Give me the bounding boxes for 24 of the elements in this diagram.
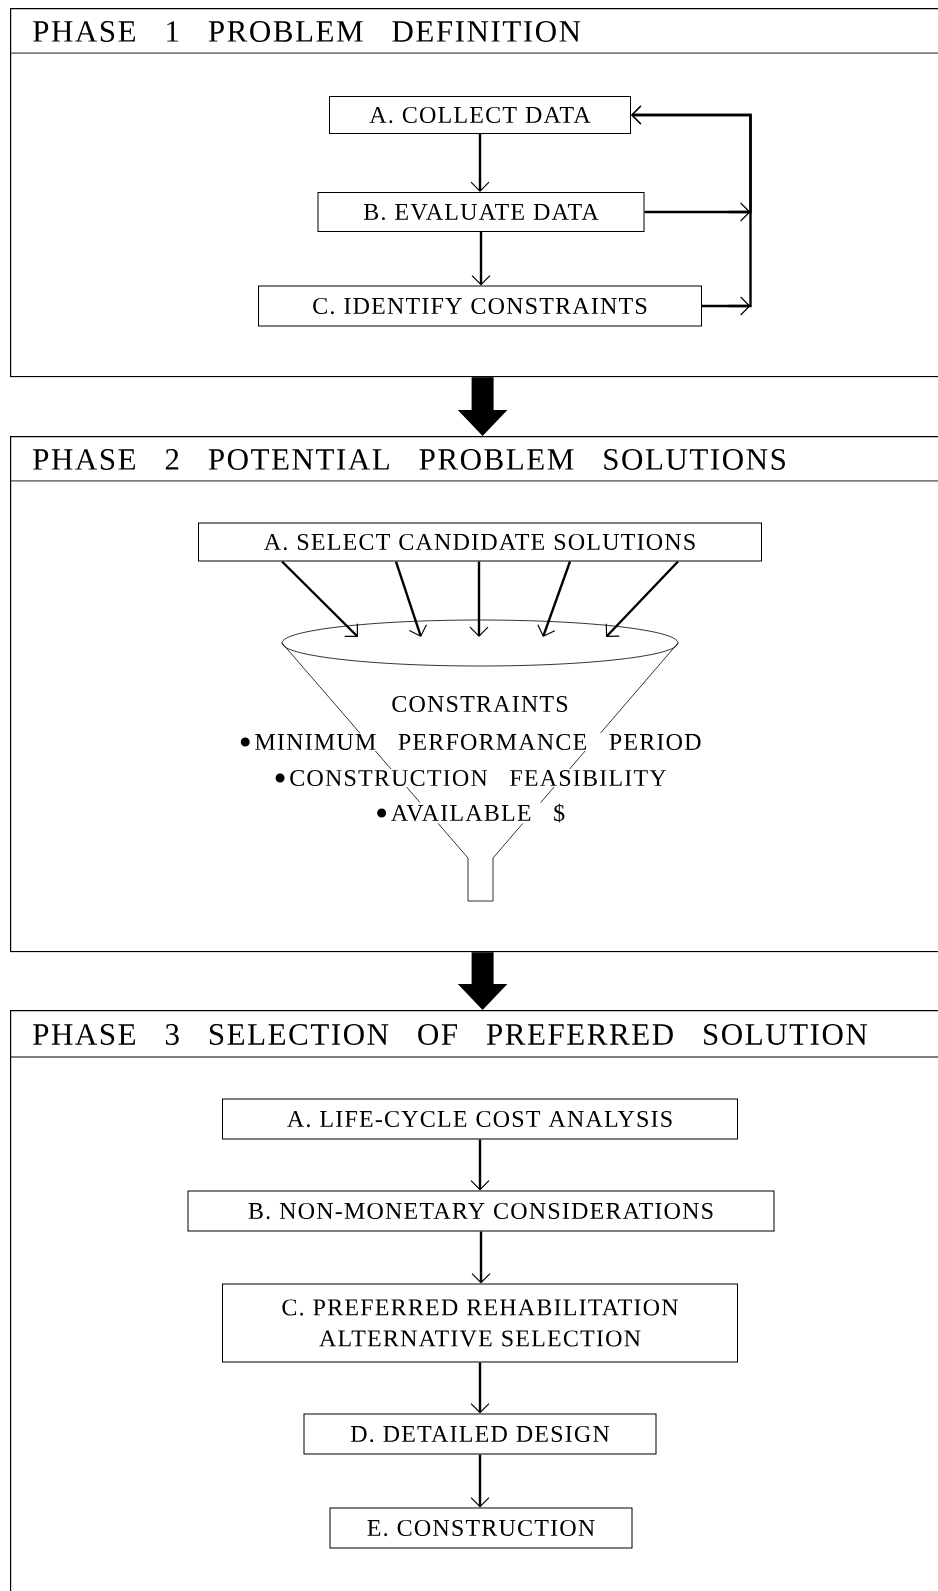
process-box: D. DETAILED DESIGN (303, 1413, 657, 1455)
feedback-arrow (631, 105, 752, 316)
process-box: A. SELECT CANDIDATE SOLUTIONS (198, 522, 762, 562)
process-box: A. COLLECT DATA (329, 96, 631, 134)
arrow (605, 560, 679, 637)
arrow (470, 1454, 490, 1508)
funnel-heading: CONSTRAINTS (390, 694, 570, 714)
arrow (470, 1139, 490, 1191)
process-box: B. NON-MONETARY CONSIDERATIONS (187, 1190, 775, 1232)
arrow (470, 1362, 490, 1414)
arrow (537, 561, 572, 637)
process-box: C. PREFERRED REHABILITATION ALTERNATIVE SELECTION (222, 1283, 738, 1363)
arrow (394, 561, 428, 637)
arrow (470, 134, 490, 192)
process-box: B. EVALUATE DATA (317, 192, 645, 232)
arrow (471, 232, 491, 286)
arrow (281, 560, 358, 638)
bullet-item: AVAILABLE $ (377, 802, 567, 824)
arrow (471, 1231, 491, 1284)
process-box: C. IDENTIFY CONSTRAINTS (258, 285, 702, 327)
arrow (469, 561, 489, 637)
process-box: A. LIFE-CYCLE COST ANALYSIS (222, 1098, 738, 1140)
bullet-item: CONSTRUCTION FEASIBILITY (275, 768, 668, 788)
process-box: E. CONSTRUCTION (329, 1507, 633, 1549)
